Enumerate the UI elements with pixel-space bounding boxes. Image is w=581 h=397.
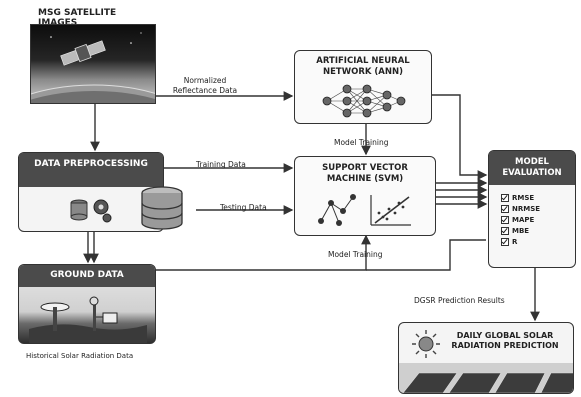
dgsr-results-label: DGSR Prediction Results — [414, 296, 505, 305]
database-icon — [141, 186, 183, 230]
data-preprocessing-title: DATA PREPROCESSING — [19, 153, 163, 187]
prediction-title: DAILY GLOBAL SOLAR RADIATION PREDICTION — [451, 331, 559, 350]
metric-label: MBE — [512, 227, 530, 235]
model-training-top-label: Model Training — [334, 138, 389, 147]
graph-icon — [318, 194, 356, 226]
sun-icon — [412, 330, 440, 358]
weather-station-icon — [29, 296, 147, 343]
checkbox-checked-icon — [501, 216, 509, 224]
metric-mape: MAPE — [501, 215, 540, 226]
satellite-icon — [31, 32, 155, 103]
checkbox-checked-icon — [501, 227, 509, 235]
checkbox-checked-icon — [501, 194, 509, 202]
neural-network-icon — [322, 84, 406, 118]
metric-r: R — [501, 237, 540, 248]
satellite-image — [30, 24, 156, 104]
svm-box: SUPPORT VECTOR MACHINE (SVM) — [294, 156, 436, 236]
testing-data-label: Testing Data — [220, 203, 267, 212]
metric-mbe: MBE — [501, 226, 540, 237]
checkbox-checked-icon — [501, 205, 509, 213]
historical-data-label: Historical Solar Radiation Data — [26, 352, 134, 360]
solar-panels-icon — [399, 363, 573, 393]
metrics-list: RMSE NRMSE MAPE MBE R — [501, 193, 540, 248]
checkbox-checked-icon — [501, 238, 509, 246]
metric-rmse: RMSE — [501, 193, 540, 204]
model-training-bottom-label: Model Training — [328, 250, 383, 259]
training-data-label: Training Data — [196, 160, 246, 169]
metric-label: R — [512, 238, 518, 246]
metric-label: NRMSE — [512, 205, 541, 213]
data-preprocessing-box: DATA PREPROCESSING — [18, 152, 164, 232]
gear-database-icon — [70, 199, 112, 223]
ground-data-title: GROUND DATA — [19, 265, 155, 287]
arrow-ann-to-evaluation — [432, 94, 488, 180]
metric-label: RMSE — [512, 194, 535, 202]
line-ground-to-evaluation — [366, 239, 486, 271]
normalized-reflectance-label: Normalized Reflectance Data — [172, 76, 238, 95]
model-evaluation-title: MODEL EVALUATION — [489, 151, 575, 185]
model-evaluation-box: MODEL EVALUATION RMSE NRMSE MAPE MBE R — [488, 150, 576, 268]
prediction-box: DAILY GLOBAL SOLAR RADIATION PREDICTION — [398, 322, 574, 394]
scatter-plot-icon — [370, 195, 411, 226]
ann-box: ARTIFICIAL NEURAL NETWORK (ANN) — [294, 50, 432, 124]
satellite-title: MSG SATELLITE IMAGES — [38, 8, 117, 28]
ground-data-box: GROUND DATA — [18, 264, 156, 344]
metric-label: MAPE — [512, 216, 535, 224]
metric-nrmse: NRMSE — [501, 204, 540, 215]
svm-title: SUPPORT VECTOR MACHINE (SVM) — [322, 163, 408, 184]
ann-title: ARTIFICIAL NEURAL NETWORK (ANN) — [316, 56, 410, 77]
